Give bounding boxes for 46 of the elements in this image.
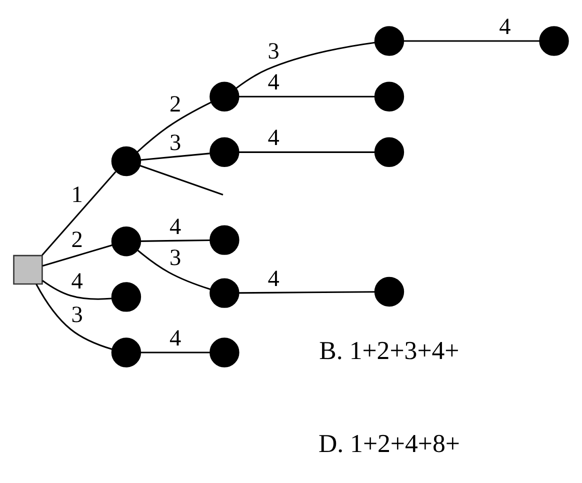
- connector: [236, 41, 375, 88]
- edge-label: 4: [268, 68, 280, 95]
- node-circle: [210, 224, 240, 254]
- edge-label: 2: [71, 226, 83, 253]
- node-circle: [374, 26, 404, 56]
- connector: [239, 95, 375, 97]
- connector: [140, 351, 210, 353]
- node-circle: [539, 26, 569, 56]
- label: D. 1+2+4+8+: [318, 428, 460, 458]
- connector: [239, 290, 375, 294]
- connector: [137, 249, 211, 290]
- edge-label: 4: [268, 124, 280, 150]
- connector: [239, 150, 375, 152]
- node-circle: [111, 226, 142, 256]
- connector: [42, 170, 116, 256]
- connector: [42, 280, 112, 300]
- node-circle: [111, 282, 142, 312]
- edge-label: 4: [170, 324, 182, 351]
- edge-label: 3: [71, 302, 83, 328]
- node-circle: [210, 278, 240, 308]
- node-circle: [111, 146, 142, 176]
- connector: [404, 40, 540, 42]
- connector: [136, 101, 212, 152]
- edge-label: 3: [268, 38, 280, 64]
- connector: [140, 238, 210, 242]
- node-circle: [210, 136, 240, 167]
- edge-label: 4: [499, 13, 511, 40]
- node-circle: [210, 337, 240, 367]
- node-circle: [111, 337, 142, 367]
- node-circle: [374, 136, 404, 167]
- node-circle: [374, 276, 404, 306]
- node-circle: [374, 81, 404, 111]
- edge-label: 4: [71, 268, 83, 294]
- label: B. 1+2+3+4+: [319, 335, 460, 364]
- connector: [42, 244, 113, 266]
- node-box: [13, 254, 43, 284]
- edge-label: 4: [170, 214, 182, 240]
- edge-label: 2: [170, 90, 182, 117]
- connector: [140, 164, 224, 195]
- edge-label: 4: [268, 265, 280, 292]
- connector: [140, 152, 210, 160]
- node-circle: [210, 81, 240, 111]
- connector: [36, 283, 112, 350]
- edge-label: 1: [71, 181, 83, 208]
- edge-label: 3: [170, 130, 182, 156]
- edge-label: 3: [170, 244, 182, 271]
